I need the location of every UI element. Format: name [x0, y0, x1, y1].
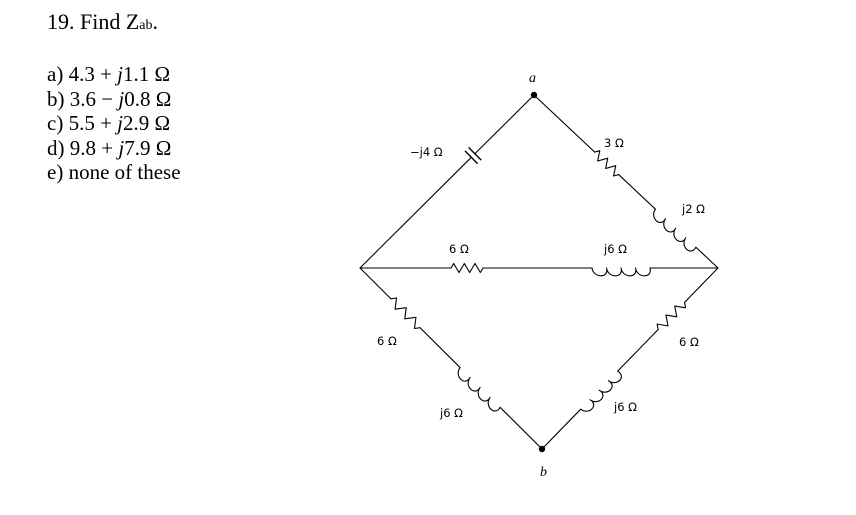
wire-left-to-res-bottom: [359, 267, 392, 300]
question-title: 19. Find Zab.: [47, 9, 158, 39]
capacitor-top-left: [463, 146, 483, 165]
res-bottom-left-label: 6 Ω: [377, 334, 397, 348]
res-middle-label: 6 Ω: [449, 242, 469, 256]
inductor-bottom-right: [580, 370, 622, 412]
choice-c[interactable]: c) 5.5 + j2.9 Ω: [47, 111, 171, 135]
node-a-dot: [530, 91, 538, 99]
resistor-top-right: [594, 150, 620, 177]
choice-d[interactable]: d) 9.8 + j7.9 Ω: [47, 135, 172, 160]
res-top-right-label: 3 Ω: [604, 136, 624, 150]
wire-left-to-cap: [359, 163, 465, 269]
node-a-label: a: [529, 71, 536, 86]
question-prompt: Find Z: [80, 9, 140, 34]
resistor-bottom-right: [656, 301, 687, 331]
ind-bottom-left-label: j6 Ω: [439, 406, 463, 420]
choice-b[interactable]: b) 3.6 − j0.8 Ω: [47, 86, 172, 111]
answer-choices: a) 4.3 + j1.1 Ω b) 3.6 − j0.8 Ω c) 5.5 +…: [47, 62, 181, 185]
wire-ind-to-b: [499, 406, 543, 450]
resistor-middle: [450, 262, 484, 274]
question-trailing: .: [152, 9, 159, 34]
wire-ind-to-res-bottom-right: [617, 328, 659, 372]
wire-res-to-ind-bottom-left: [419, 327, 461, 369]
cap-top-left-label: −j4 Ω: [410, 145, 443, 159]
node-b-dot: [538, 445, 546, 453]
wire-a-to-res: [533, 94, 596, 153]
resistor-bottom-left: [390, 297, 421, 330]
question-number: 19.: [47, 9, 75, 34]
wire-res-to-ind-top: [618, 174, 656, 210]
wire-res-to-right: [684, 267, 719, 303]
wire-b-to-ind-right: [541, 408, 582, 450]
question-subscript: ab: [139, 18, 153, 33]
ind-bottom-right-label: j6 Ω: [613, 400, 637, 414]
ind-top-right-label: j2 Ω: [681, 202, 705, 216]
circuit-components: [390, 146, 697, 412]
inductor-top-right: [653, 208, 697, 252]
node-b-label: b: [540, 465, 547, 480]
res-bottom-right-label: 6 Ω: [679, 335, 699, 349]
wire-cap-to-a: [481, 94, 535, 148]
wire-ind-to-right: [695, 246, 719, 269]
ind-middle-label: j6 Ω: [603, 242, 627, 256]
circuit-wires: [359, 94, 719, 450]
choice-e[interactable]: e) none of these: [47, 160, 181, 184]
inductor-middle: [591, 267, 651, 277]
choice-a[interactable]: a) 4.3 + j1.1 Ω: [47, 62, 171, 86]
inductor-bottom-left: [457, 367, 501, 412]
